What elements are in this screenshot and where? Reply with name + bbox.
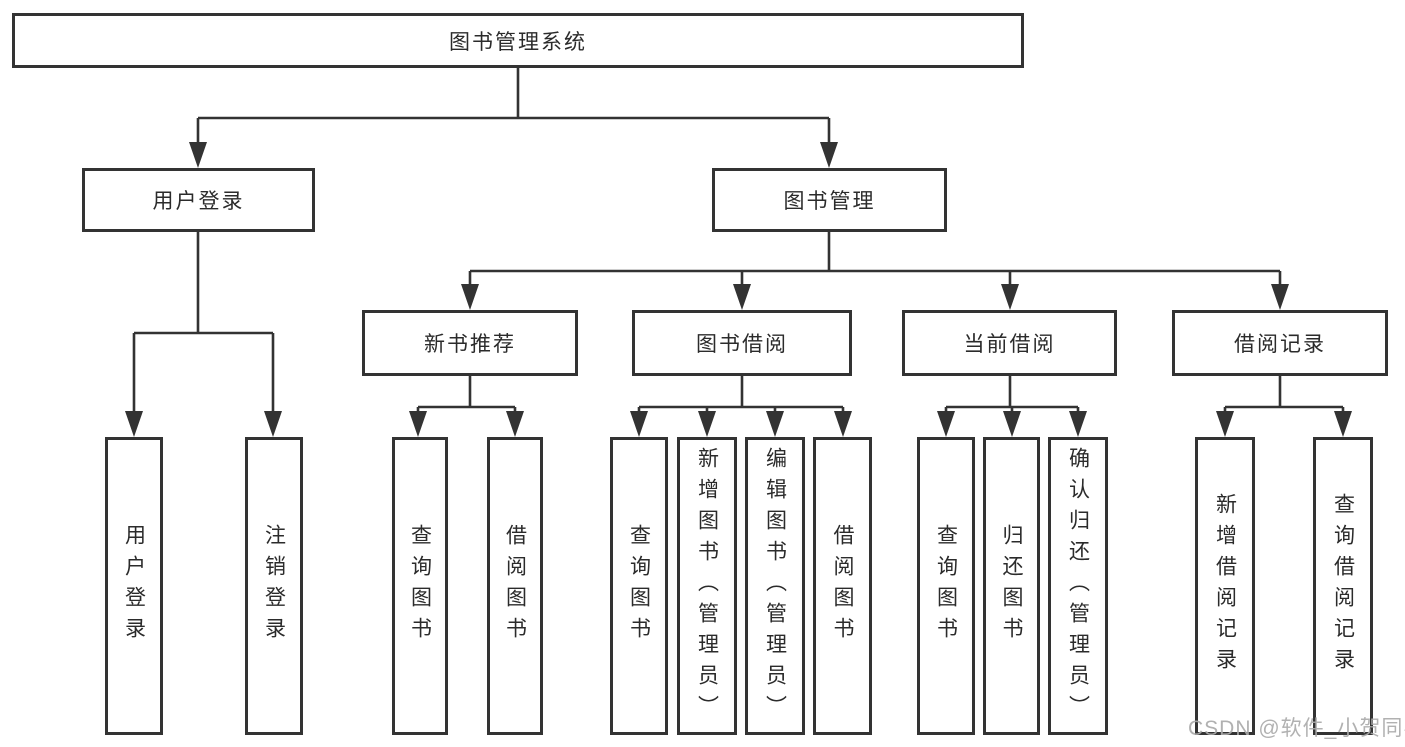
edge-user-login-children — [132, 232, 275, 414]
leaf-label: 新增借阅记录 — [1213, 493, 1237, 679]
leaf-label: 借阅图书 — [831, 524, 855, 648]
csdn-watermark: CSDN @软件_小贺同学 — [1188, 717, 1405, 740]
leaf-label: 借阅图书 — [503, 524, 527, 648]
node-user-login: 用户登录 — [82, 168, 315, 232]
edge-book-borrow-children — [637, 376, 845, 414]
leaf-add-borrow-record: 新增借阅记录 — [1195, 437, 1255, 735]
leaf-logout: 注销登录 — [245, 437, 303, 735]
leaf-borrow-books: 借阅图书 — [487, 437, 543, 735]
node-book-borrowing: 图书借阅 — [632, 310, 852, 376]
edge-current-borrow-children — [944, 376, 1080, 414]
leaf-query-borrow-record: 查询借阅记录 — [1313, 437, 1373, 735]
leaf-borrow-books: 借阅图书 — [813, 437, 872, 735]
leaf-label: 编辑图书（管理员） — [763, 446, 787, 726]
leaf-add-book-admin: 新增图书（管理员） — [677, 437, 737, 735]
leaf-label: 查询图书 — [627, 524, 651, 648]
leaf-label: 新增图书（管理员） — [695, 446, 719, 726]
edge-new-book-children — [416, 376, 517, 414]
leaf-query-books: 查询图书 — [392, 437, 448, 735]
node-new-book-recommendation: 新书推荐 — [362, 310, 578, 376]
leaf-query-books: 查询图书 — [610, 437, 668, 735]
leaf-return-books: 归还图书 — [983, 437, 1040, 735]
leaf-confirm-return-admin: 确认归还（管理员） — [1048, 437, 1108, 735]
leaf-user-login: 用户登录 — [105, 437, 163, 735]
arrowheads — [125, 142, 1352, 437]
leaf-label: 用户登录 — [122, 524, 146, 648]
leaf-query-books: 查询图书 — [917, 437, 975, 735]
leaf-label: 查询借阅记录 — [1331, 493, 1355, 679]
leaf-label: 查询图书 — [408, 524, 432, 648]
leaf-edit-book-admin: 编辑图书（管理员） — [745, 437, 805, 735]
edge-borrow-record-children — [1223, 376, 1345, 414]
leaf-label: 归还图书 — [1000, 524, 1024, 648]
node-current-borrowing: 当前借阅 — [902, 310, 1117, 376]
node-library-management-system: 图书管理系统 — [12, 13, 1024, 68]
node-borrowing-records: 借阅记录 — [1172, 310, 1388, 376]
edge-book-management-children — [468, 232, 1282, 287]
edge-root-to-level2 — [196, 68, 831, 146]
node-book-management: 图书管理 — [712, 168, 947, 232]
leaf-label: 确认归还（管理员） — [1066, 446, 1090, 726]
leaf-label: 注销登录 — [262, 524, 286, 648]
leaf-label: 查询图书 — [934, 524, 958, 648]
